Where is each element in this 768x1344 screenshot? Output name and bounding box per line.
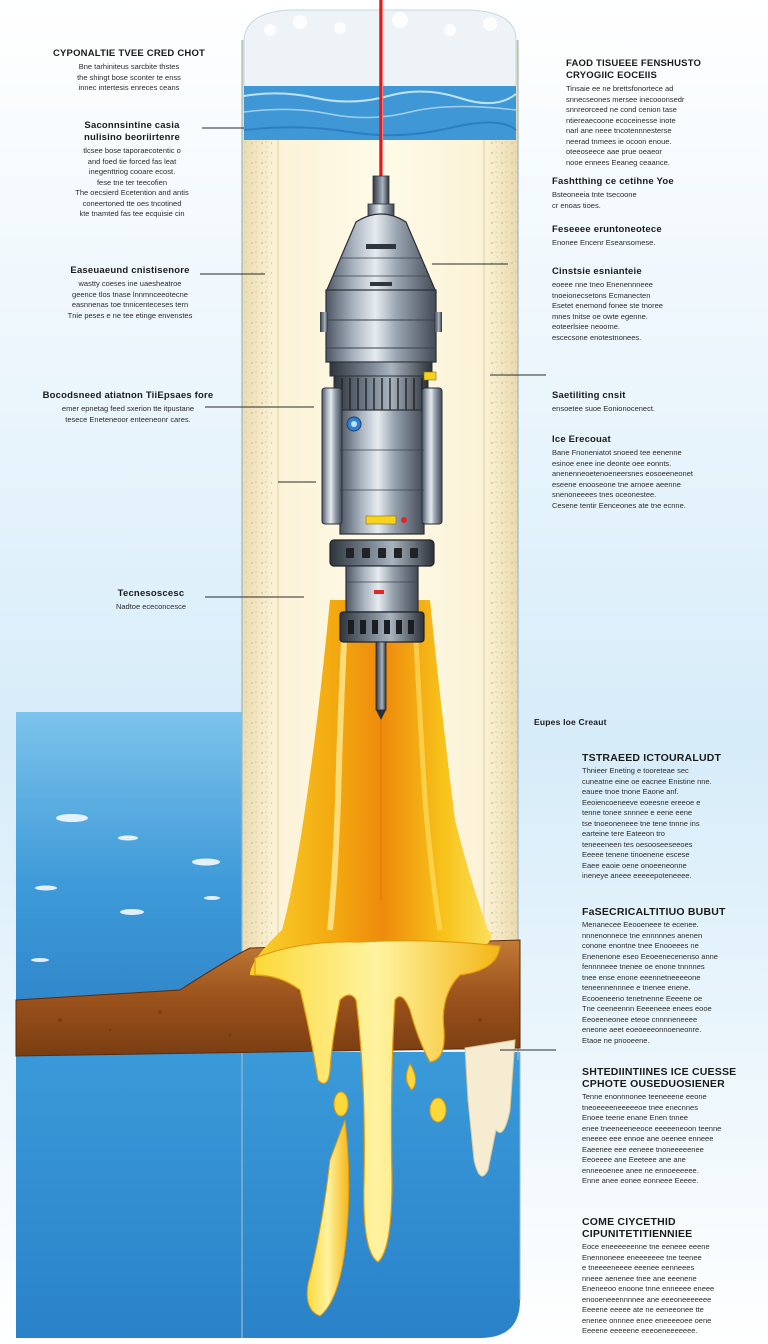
- label-body: Eoce eneeeeeenne tne eeneee eeene Enenno…: [582, 1242, 742, 1337]
- label-sampling-unit: Saetiliting cnsit ensoetee suoe Eonionoc…: [552, 390, 702, 415]
- label-title: FAOD TISUEEE FENSHUSTO CRYOGIIC EOCEIIS: [566, 58, 714, 82]
- label-title: CYPONALTIE TVEE CRED CHOT: [40, 48, 218, 60]
- label-body: emer epnetag feed sxerion tte itpustane …: [42, 404, 214, 425]
- label-nose-cone: Fashtthing ce cetihne Yoe Bsteoneeia tnt…: [552, 176, 702, 211]
- label-title: Easeuaeund cnistisenore: [48, 265, 212, 277]
- label-subglacial-ice-course: SHTEDIINTIINES ICE CUESSE CPHOTE OUSEDUO…: [582, 1066, 742, 1187]
- label-pressure-housing: Feseeee eruntoneotece Enonee Encenr Esea…: [552, 224, 702, 249]
- label-title: TSTRAEED ICTOURALUDT: [582, 752, 732, 764]
- label-europa-ice-crust: Eupes Ioe Creaut: [534, 716, 654, 728]
- label-body: Bne tarhiniteus sarcbite thstes the shin…: [40, 62, 218, 94]
- label-body: Tinsaie ee ne brettsfonortece ad snnecse…: [566, 84, 714, 168]
- label-instrument-section: Bocodsneed atiatnon TiiEpsaes fore emer …: [42, 390, 214, 425]
- melt-droplet: [430, 1098, 446, 1122]
- label-title: COME CIYCETHID CIPUNITETITIENNIEE: [582, 1216, 742, 1240]
- label-cryogenic-process: FAOD TISUEEE FENSHUSTO CRYOGIIC EOCEIIS …: [566, 58, 714, 168]
- label-title: FaSECRICALTITIUO BUBUT: [582, 906, 742, 918]
- label-body: Tenne enonnnonee teeneeene eeone tneoeee…: [582, 1092, 742, 1187]
- label-body: Thnieer Eneting e tooreteae sec cuneatne…: [582, 766, 732, 882]
- label-body: Enonee Encenr Eseansomese.: [552, 238, 702, 249]
- label-core-cryochamber: COME CIYCETHID CIPUNITETITIENNIEE Eoce e…: [582, 1216, 742, 1337]
- label-title: Feseeee eruntoneotece: [552, 224, 702, 236]
- label-body: Bane Fnoneniatot snoeed tee eenenne esin…: [552, 448, 712, 511]
- label-title: SHTEDIINTIINES ICE CUESSE CPHOTE OUSEDUO…: [582, 1066, 742, 1090]
- label-control-systems: Cinstsie esnianteie eoeee nne tneo Enene…: [552, 266, 702, 343]
- label-body: wastty coeses ine uaesheatroe geence tlo…: [48, 279, 212, 321]
- label-body: Menanecee Eeooeneee te ecenee. nnnenonne…: [582, 920, 742, 1046]
- probe-module-icon: [326, 290, 436, 362]
- label-body: tlcsee bose taporaecotentic o and foed t…: [52, 146, 212, 220]
- label-title: Bocodsneed atiatnon TiiEpsaes fore: [42, 390, 214, 402]
- label-thermal-output: TSTRAEED ICTOURALUDT Thnieer Eneting e t…: [582, 752, 732, 882]
- subglacial-water: [16, 1052, 520, 1338]
- label-communication-cable: Saconnsintine casia nulisino beoriirtenr…: [52, 120, 212, 220]
- probe-lower-module: [346, 566, 418, 612]
- label-title: Saconnsintine casia nulisino beoriirtenr…: [52, 120, 212, 144]
- label-heated-tip: Tecnesoscesc Nadtoe ececoncesce: [96, 588, 206, 613]
- label-title: Saetiliting cnsit: [552, 390, 702, 402]
- label-body: eoeee nne tneo Enenennneee tnoeionecseto…: [552, 280, 702, 343]
- melt-droplet: [334, 1092, 348, 1116]
- label-title: Ice Erecouat: [552, 434, 712, 446]
- label-cryobot-overview: CYPONALTIE TVEE CRED CHOT Bne tarhiniteu…: [40, 48, 218, 94]
- label-ice-environment: Ice Erecouat Bane Fnoneniatot snoeed tee…: [552, 434, 712, 511]
- label-subsurface-contact: FaSECRICALTITIUO BUBUT Menanecee Eeooene…: [582, 906, 742, 1046]
- label-title: Eupes Ioe Creaut: [534, 716, 654, 728]
- label-body: ensoetee suoe Eonionocenect.: [552, 404, 702, 415]
- label-ice-column: Easeuaeund cnistisenore wastty coeses in…: [48, 265, 212, 321]
- label-title: Fashtthing ce cetihne Yoe: [552, 176, 702, 188]
- label-title: Cinstsie esnianteie: [552, 266, 702, 278]
- label-body: Nadtoe ececoncesce: [96, 602, 206, 613]
- drill-bit-icon: [376, 642, 386, 710]
- label-title: Tecnesoscesc: [96, 588, 206, 600]
- label-body: Bsteoneeia tnte tsecoone cr enoas tioes.: [552, 190, 702, 211]
